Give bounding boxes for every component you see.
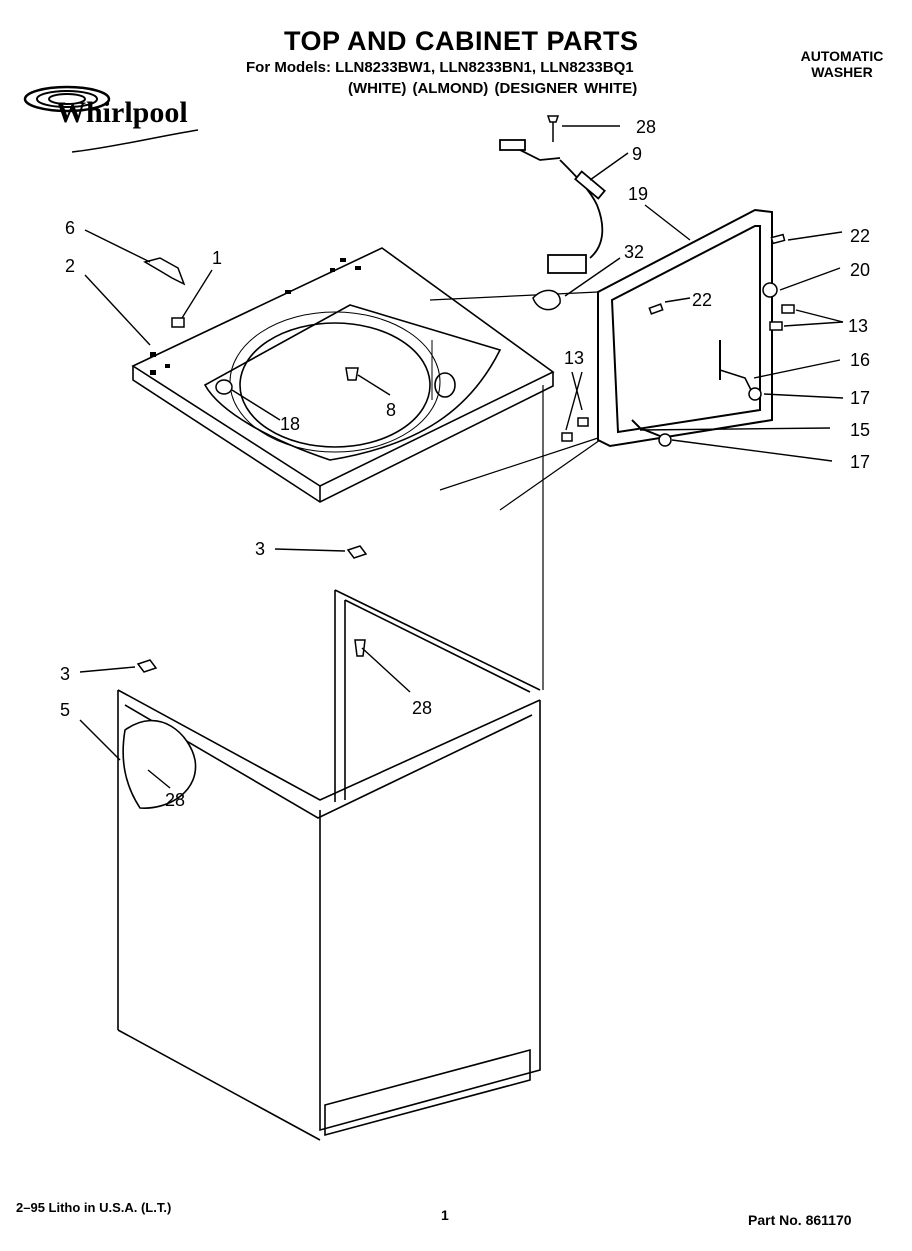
callout-1: 1: [212, 248, 222, 268]
color-variants-line: (WHITE) (ALMOND) (DESIGNER WHITE): [348, 80, 638, 97]
callout-8: 8: [386, 400, 396, 420]
callout-9: 9: [632, 144, 642, 164]
callout-13-right: 13: [848, 316, 868, 336]
console-guide-lines: [429, 291, 601, 690]
whirlpool-swirl-icon: [23, 85, 111, 113]
callout-5: 5: [60, 700, 70, 720]
callout-28-middle: 28: [412, 698, 432, 718]
litho-note: 2–95 Litho in U.S.A. (L.T.): [16, 1200, 172, 1215]
washer-top-panel: [131, 247, 555, 503]
page-title: TOP AND CABINET PARTS: [284, 26, 639, 56]
callout-22-right: 22: [850, 226, 870, 246]
callout-17-upper: 17: [850, 388, 870, 408]
small-parts: [136, 115, 795, 773]
callout-22-left: 22: [692, 290, 712, 310]
callout-20: 20: [850, 260, 870, 280]
lid-frame: [597, 208, 773, 448]
callout-2: 2: [65, 256, 75, 276]
callout-3-upper: 3: [255, 539, 265, 559]
callout-28-cabinet: 28: [165, 790, 185, 810]
product-type: AUTOMATIC WASHER: [794, 48, 890, 80]
page-number: 1: [441, 1207, 449, 1223]
callout-3-lower: 3: [60, 664, 70, 684]
callout-6: 6: [65, 218, 75, 238]
lid-switch-harness: [499, 139, 606, 274]
callout-16: 16: [850, 350, 870, 370]
whirlpool-logo: Whirlpool: [56, 96, 188, 129]
callout-28-top: 28: [636, 117, 656, 137]
callout-32: 32: [624, 242, 644, 262]
logo-swoosh-icon: [71, 129, 199, 153]
product-line-1: AUTOMATIC: [800, 48, 884, 64]
callout-18: 18: [280, 414, 300, 434]
callout-19: 19: [628, 184, 648, 204]
top-panel-holes: [150, 258, 361, 375]
models-line: For Models: LLN8233BW1, LLN8233BN1, LLN8…: [246, 59, 634, 76]
callout-13-left: 13: [564, 348, 584, 368]
callout-17-lower: 17: [850, 452, 870, 472]
callout-labels: 28 9 19 6 1 32 22 2 20 22 13 16 13 17 8 …: [60, 117, 870, 810]
part-number: Part No. 861170: [748, 1212, 852, 1228]
cabinet: [117, 589, 541, 1141]
product-line-2: WASHER: [811, 64, 873, 80]
callout-leaders: [79, 125, 844, 789]
callout-15: 15: [850, 420, 870, 440]
